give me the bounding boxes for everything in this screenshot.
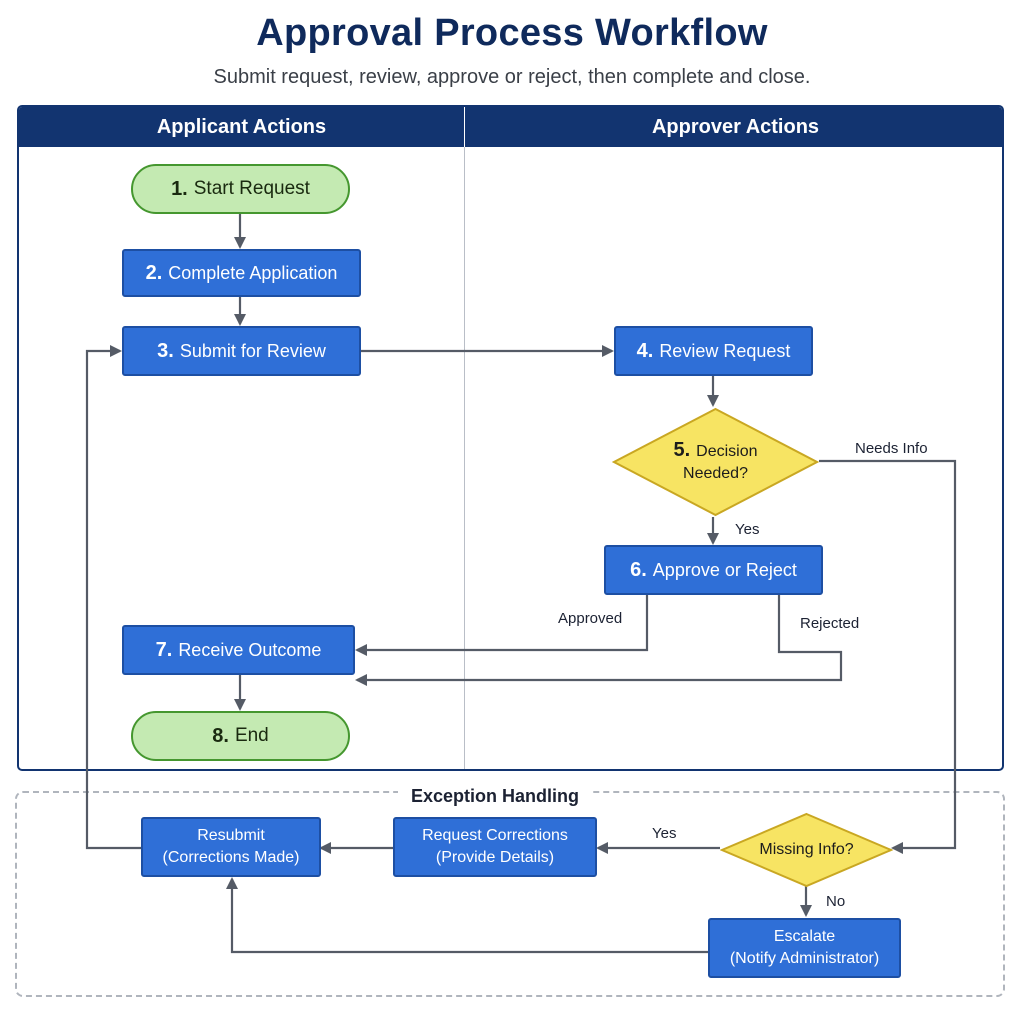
exception-section-title: Exception Handling — [398, 784, 592, 808]
node-label: Approve or Reject — [652, 559, 797, 580]
edge-label-decision-yes: Yes — [735, 521, 760, 538]
edge-label-approved: Approved — [558, 610, 623, 627]
node-label-line1: Request Corrections — [422, 827, 568, 844]
edge-label-missing-yes: Yes — [652, 825, 677, 842]
arrow-rejected-to-receive — [355, 595, 843, 686]
node-number: 2. — [145, 261, 163, 284]
node-number: 1. — [171, 177, 188, 200]
node-end: 8. End — [131, 711, 350, 761]
node-label: End — [234, 725, 269, 746]
arrow-escalate-to-resubmit — [226, 877, 708, 954]
missing-info-diamond-shape — [720, 812, 893, 888]
arrow-needs-info-to-missing — [819, 459, 957, 854]
node-number: 3. — [157, 339, 174, 362]
node-label-line2: Needed? — [683, 465, 748, 482]
node-label: Start Request — [193, 178, 310, 199]
node-review-request: 4. Review Request — [614, 326, 813, 376]
lane-divider — [464, 147, 465, 769]
edge-label-needs-info: Needs Info — [855, 440, 928, 457]
node-number: 7. — [155, 638, 173, 661]
node-escalate: Escalate (Notify Administrator) — [708, 918, 901, 978]
lane-header-approver: Approver Actions — [465, 107, 1002, 147]
node-label: Submit for Review — [179, 340, 326, 361]
node-approve-or-reject: 6. Approve or Reject — [604, 545, 823, 595]
node-start-request: 1. Start Request — [131, 164, 350, 214]
arrow-resubmit-to-submit — [85, 345, 141, 850]
edge-label-rejected: Rejected — [800, 615, 860, 632]
node-submit-for-review: 3. Submit for Review — [122, 326, 361, 376]
node-number: 4. — [636, 339, 654, 362]
node-number: 6. — [630, 558, 647, 581]
node-label-line1: Decision — [696, 443, 758, 460]
node-label-line2: (Corrections Made) — [162, 849, 300, 866]
arrow-approved-to-receive — [355, 595, 649, 656]
node-decision-needed: 5. Decision Needed? — [652, 435, 779, 489]
node-missing-info: Missing Info? — [759, 841, 854, 858]
node-number: 5. — [673, 439, 691, 461]
node-label-line2: (Provide Details) — [435, 849, 555, 866]
node-label: Review Request — [659, 340, 791, 361]
node-resubmit: Resubmit (Corrections Made) — [141, 817, 321, 877]
page-title: Approval Process Workflow — [256, 12, 768, 54]
node-label: Complete Application — [168, 262, 338, 283]
node-receive-outcome: 7. Receive Outcome — [122, 625, 355, 675]
node-label-line1: Resubmit — [197, 827, 265, 844]
node-label: Receive Outcome — [178, 639, 322, 660]
node-complete-application: 2. Complete Application — [122, 249, 361, 297]
node-label-line2: (Notify Administrator) — [729, 950, 880, 967]
node-number: 8. — [212, 724, 229, 747]
lane-header-applicant: Applicant Actions — [19, 107, 464, 147]
node-request-corrections: Request Corrections (Provide Details) — [393, 817, 597, 877]
node-label-line1: Escalate — [773, 928, 836, 945]
edge-label-missing-no: No — [826, 893, 846, 910]
page-subtitle: Submit request, review, approve or rejec… — [213, 66, 811, 88]
decision-diamond-shape — [612, 407, 819, 517]
